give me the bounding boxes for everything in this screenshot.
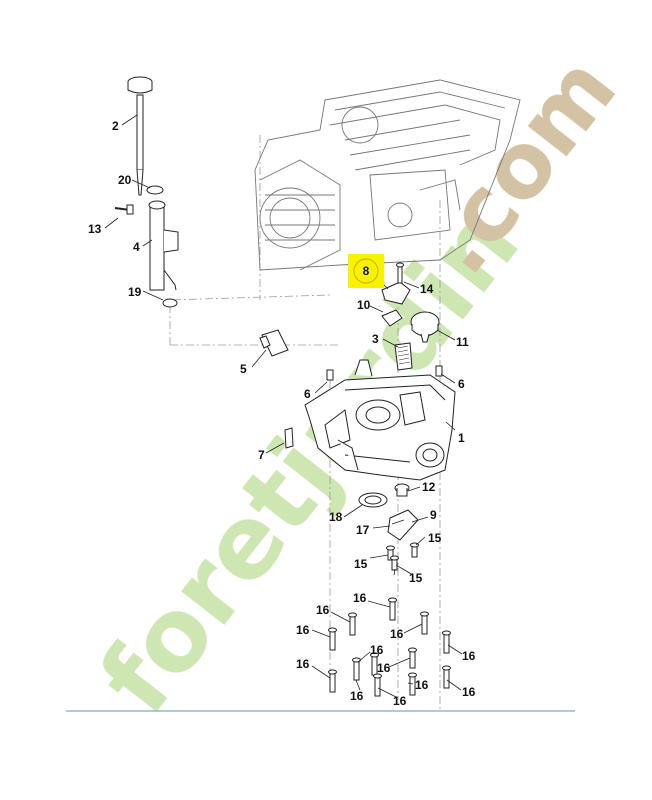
callout-5: 5 [240,362,247,376]
callout-15-left: 15 [354,557,368,571]
callout-16-l: 16 [393,694,407,708]
callout-12: 12 [422,480,436,494]
callout-20: 20 [118,173,132,187]
callout-10: 10 [357,298,371,312]
callout-16-g: 16 [377,661,391,675]
callout-8: 8 [363,264,370,278]
callout-16-f: 16 [370,643,384,657]
callout-11: 11 [456,335,469,349]
callout-16-i: 16 [415,678,429,692]
highlight-callout-8[interactable]: 8 [348,254,384,288]
parts-lower [358,483,419,541]
callout-4: 4 [133,240,140,254]
callout-15-right: 15 [428,531,442,545]
callout-16-b: 16 [353,591,367,605]
callout-16-k: 16 [462,685,476,699]
callout-labels: 2 20 13 4 19 5 14 10 3 11 6 6 1 7 12 18 … [88,119,476,708]
callout-16-c: 16 [390,627,404,641]
callout-6-right: 6 [458,377,465,391]
bolts-16 [328,597,451,697]
bolts-15 [386,542,419,571]
callout-6-left: 6 [304,387,311,401]
part-5-plug [259,329,289,357]
parts-upper [381,262,440,371]
callout-14: 14 [420,282,434,296]
callout-16-d: 16 [296,623,310,637]
dipstick-assembly [114,76,179,308]
highlight-ring [353,258,379,284]
callout-16-a: 16 [316,603,330,617]
callout-17: 17 [356,523,370,537]
callout-16-j: 16 [350,689,364,703]
part-7-pin [284,427,294,449]
engine-block [254,79,521,271]
callout-19: 19 [128,285,142,299]
leader-lines [104,114,463,698]
callout-18: 18 [329,510,343,524]
part-1-crankcase [304,359,456,481]
callout-16-h: 16 [296,657,310,671]
callout-15-bottom: 15 [409,571,423,585]
callout-1: 1 [458,431,465,445]
callout-9: 9 [430,508,437,522]
callout-7: 7 [258,448,265,462]
callout-13: 13 [88,222,102,236]
callout-3: 3 [372,332,379,346]
callout-2: 2 [112,119,119,133]
callout-16-e: 16 [462,649,476,663]
